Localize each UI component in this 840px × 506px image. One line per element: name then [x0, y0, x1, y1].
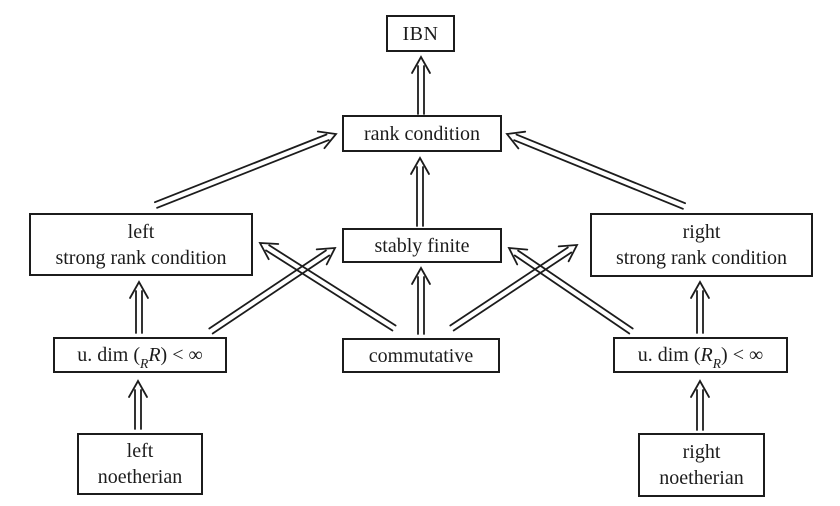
node-right-noetherian-line2: noetherian: [659, 467, 744, 489]
node-ibn-label: IBN: [402, 22, 439, 45]
node-right-strong-rank-condition: right strong rank condition: [590, 213, 813, 277]
arrow-udim_left-to-left_strong_rank_condition: [129, 280, 149, 334]
node-udim-right-label: u. dim (RR) < ∞: [637, 344, 764, 371]
node-udim-left-label: u. dim (RR) < ∞: [77, 344, 203, 371]
node-left-noetherian-line2: noetherian: [97, 466, 183, 488]
node-commutative: commutative: [342, 338, 500, 373]
node-udim-left: u. dim (RR) < ∞: [53, 337, 227, 373]
arrow-stably_finite-to-rank_condition: [410, 156, 430, 227]
arrow-left_noetherian-to-udim_left: [128, 379, 148, 430]
node-right-strong-rank-condition-line1: right: [682, 221, 721, 243]
node-left-noetherian-line1: left: [126, 440, 154, 462]
node-rank-condition: rank condition: [342, 115, 502, 152]
node-left-strong-rank-condition-line1: left: [127, 220, 155, 243]
node-rank-condition-label: rank condition: [363, 122, 481, 145]
arrow-left_strong_rank_condition-to-rank_condition: [153, 130, 338, 209]
arrow-right_noetherian-to-udim_right: [690, 379, 710, 431]
arrow-commutative-to-right_strong_rank_condition: [449, 243, 579, 332]
node-right-noetherian-line1: right: [682, 441, 721, 463]
node-left-strong-rank-condition-line2: strong rank condition: [55, 246, 227, 269]
node-right-strong-rank-condition-line2: strong rank condition: [615, 247, 788, 269]
node-stably-finite: stably finite: [342, 228, 502, 263]
node-udim-right: u. dim (RR) < ∞: [613, 337, 788, 373]
node-stably-finite-label: stably finite: [374, 234, 470, 257]
node-ibn: IBN: [386, 15, 455, 52]
arrow-commutative-to-left_strong_rank_condition: [258, 242, 397, 332]
arrow-rank_condition-to-ibn: [411, 55, 431, 115]
arrow-right_strong_rank_condition-to-rank_condition: [505, 130, 686, 210]
arrow-commutative-to-stably_finite: [411, 266, 431, 335]
node-left-strong-rank-condition: left strong rank condition: [29, 213, 253, 276]
node-right-noetherian: right noetherian: [638, 433, 765, 497]
node-commutative-label: commutative: [368, 344, 474, 367]
arrow-udim_left-to-stably_finite: [208, 246, 337, 335]
node-left-noetherian: left noetherian: [77, 433, 203, 495]
arrow-udim_right-to-stably_finite: [507, 246, 634, 335]
arrow-udim_right-to-right_strong_rank_condition: [690, 280, 710, 334]
